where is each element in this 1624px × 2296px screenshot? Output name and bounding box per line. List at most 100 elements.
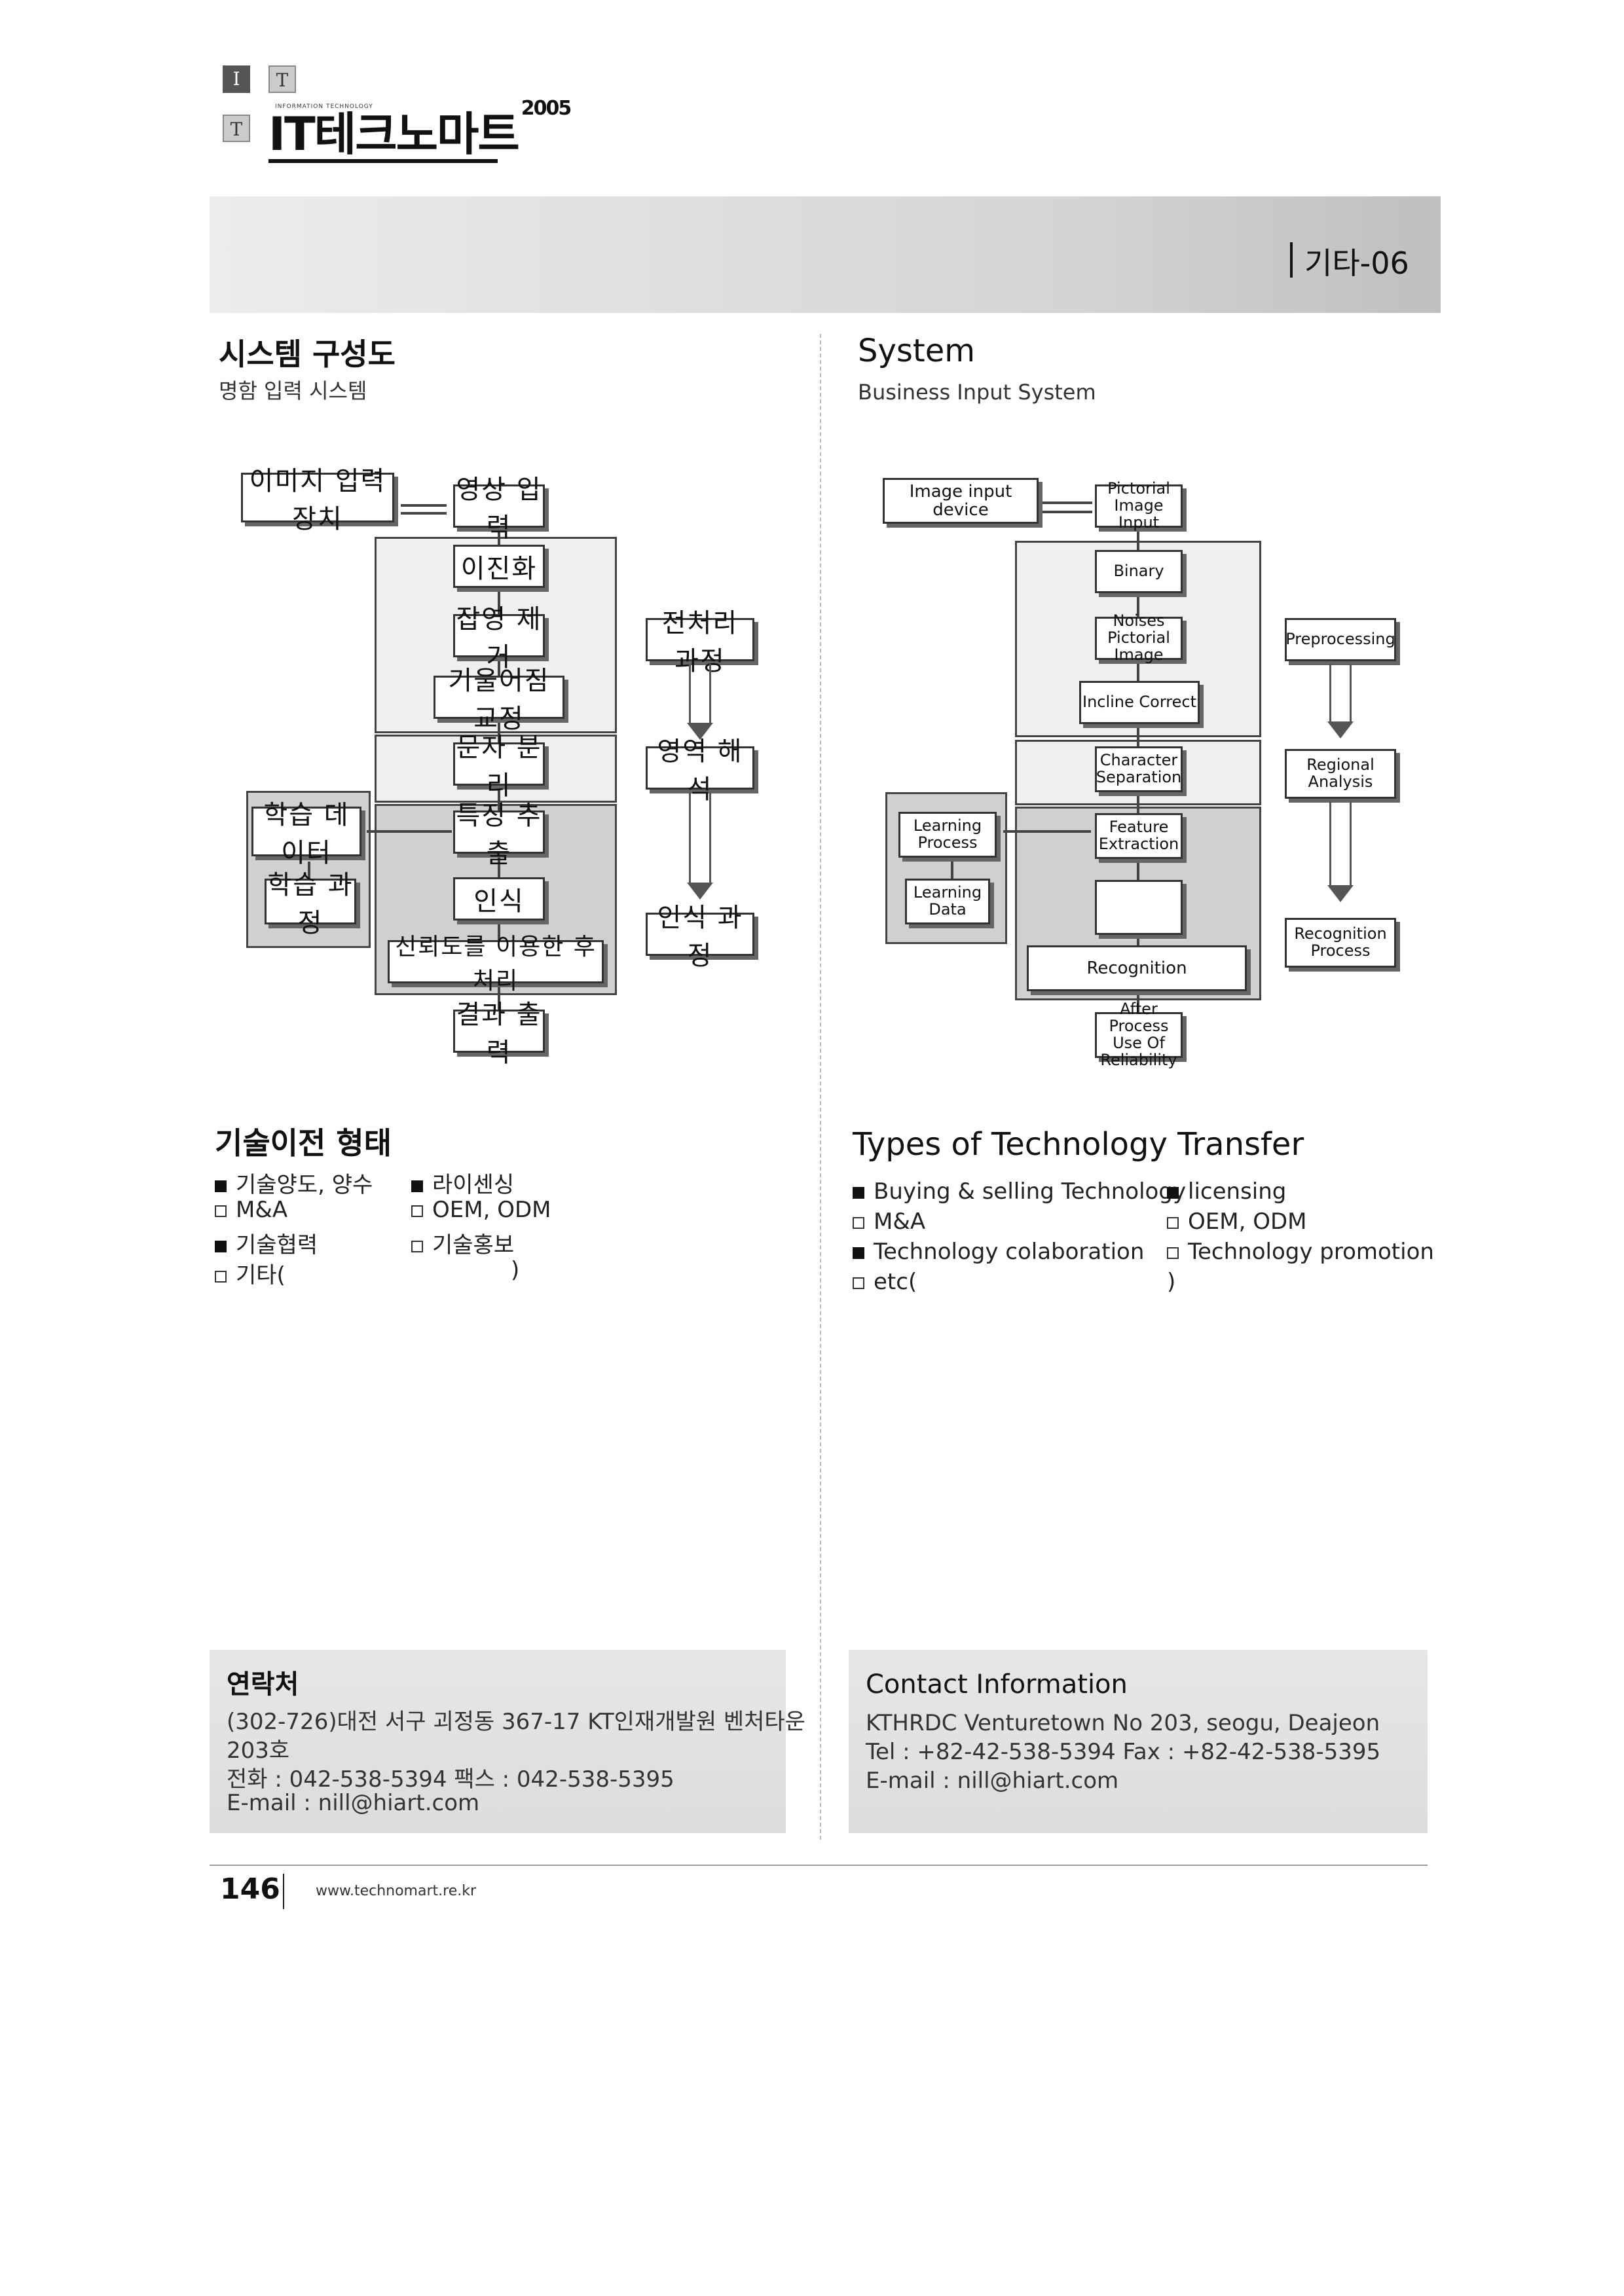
ko-input-arrow xyxy=(401,504,447,507)
en-stage-arrow-2 xyxy=(1329,801,1352,886)
en-contact-title: Contact Information xyxy=(866,1669,1128,1700)
en-option-oem-checkbox xyxy=(1167,1216,1179,1229)
column-divider xyxy=(820,334,821,1840)
en-image-input-box: Pictorial Image Input xyxy=(1095,480,1183,531)
ko-option-ma-checkbox xyxy=(215,1205,227,1217)
en-option-etc-close: ) xyxy=(1167,1269,1176,1295)
ko-option-licensing-checkbox xyxy=(411,1180,423,1192)
en-option-etc-checkbox xyxy=(853,1277,864,1289)
logo-letter-t2: T xyxy=(223,115,250,142)
en-stage-arrow-2-head xyxy=(1327,885,1354,902)
ko-stage-arrow-2 xyxy=(689,792,711,884)
ko-contact-panel: 연락처 (302-726)대전 서구 괴정동 367-17 KT인재개발원 벤처… xyxy=(210,1650,805,1833)
ko-noise-removal-box: 잡영 제거 xyxy=(453,604,545,672)
en-learning-link xyxy=(1003,830,1091,833)
ko-contact-title: 연락처 xyxy=(227,1669,299,1700)
logo-year: 2005 xyxy=(521,96,572,120)
ko-option-oem: OEM, ODM xyxy=(411,1197,551,1223)
ko-post-processing-box: 신뢰도를 이용한 후처리 xyxy=(388,934,604,994)
ko-contact-address: (302-726)대전 서구 괴정동 367-17 KT인재개발원 벤처타운 xyxy=(227,1709,805,1735)
ko-learning-data-box: 학습 데이터 xyxy=(251,800,361,868)
logo-letter-t: T xyxy=(268,65,296,93)
en-system-title: System xyxy=(858,333,975,369)
ko-input-arrow-2 xyxy=(401,512,447,515)
ko-option-cooperation-checkbox xyxy=(215,1240,227,1252)
en-option-ma: M&A xyxy=(853,1209,925,1235)
en-after-process-box: After Process Use Of Reliability xyxy=(1095,1000,1183,1068)
en-noises-box: Noises Pictorial Image xyxy=(1095,612,1183,663)
en-option-promotion-checkbox xyxy=(1167,1247,1179,1259)
ko-option-etc-checkbox xyxy=(215,1270,227,1283)
en-option-sale: Buying & selling Technology xyxy=(853,1178,1186,1205)
en-option-oem: OEM, ODM xyxy=(1167,1209,1306,1235)
ko-region-analysis-stage: 영역 해석 xyxy=(646,737,754,805)
en-feature-extraction-box: Feature Extraction xyxy=(1095,813,1183,859)
en-contact-phone-fax: Tel : +82-42-538-5394 Fax : +82-42-538-5… xyxy=(866,1739,1381,1765)
page-number: 146 xyxy=(220,1872,280,1906)
en-option-licensing-checkbox xyxy=(1167,1186,1179,1199)
en-input-arrow xyxy=(1039,501,1092,504)
en-transfer-title: Types of Technology Transfer xyxy=(853,1126,1304,1163)
ko-contact-address-2: 203호 xyxy=(227,1738,290,1764)
ko-recognition-box: 인식 xyxy=(453,877,545,920)
en-option-cooperation-checkbox xyxy=(853,1247,864,1259)
ko-binarize-box: 이진화 xyxy=(453,545,545,588)
en-incline-box: Incline Correct xyxy=(1079,681,1200,724)
en-learning-data-box: Learning Data xyxy=(905,879,990,924)
en-blank-box xyxy=(1095,880,1183,935)
en-option-ma-checkbox xyxy=(853,1216,864,1229)
ko-contact-email: E-mail : nill@hiart.com xyxy=(227,1790,480,1816)
ko-option-promotion: 기술홍보 xyxy=(411,1227,514,1259)
ko-transfer-title: 기술이전 형태 xyxy=(215,1125,392,1161)
ko-image-input-box: 영상 입력 xyxy=(453,475,545,543)
en-input-arrow-2 xyxy=(1039,511,1092,513)
ko-learning-flow-line xyxy=(308,862,310,879)
en-stage-arrow-1 xyxy=(1329,664,1352,723)
category-code: 기타-06 xyxy=(1304,246,1409,281)
ko-option-cooperation: 기술협력 xyxy=(215,1227,318,1259)
ko-system-subtitle: 명함 입력 시스템 xyxy=(219,378,367,403)
logo-underline xyxy=(268,159,498,163)
footer-url: www.technomart.re.kr xyxy=(316,1883,477,1899)
ko-option-sale: 기술양도, 양수 xyxy=(215,1167,373,1199)
ko-preprocessing-stage: 전처리 과정 xyxy=(646,608,754,676)
ko-recognition-stage: 인식 과정 xyxy=(646,903,754,971)
en-option-cooperation: Technology colaboration xyxy=(853,1239,1144,1265)
en-contact-panel: Contact Information KTHRDC Venturetown N… xyxy=(849,1650,1428,1833)
ko-learning-process-box: 학습 과정 xyxy=(265,870,356,938)
ko-option-oem-checkbox xyxy=(411,1205,423,1217)
en-learning-process-box: Learning Process xyxy=(898,812,997,858)
en-contact-address: KTHRDC Venturetown No 203, seogu, Deajeo… xyxy=(866,1710,1380,1736)
ko-option-sale-checkbox xyxy=(215,1180,227,1192)
ko-stage-arrow-1-head xyxy=(687,723,713,740)
en-option-promotion: Technology promotion xyxy=(1167,1239,1434,1265)
ko-char-separation-box: 문자 분리 xyxy=(453,733,545,801)
en-regional-stage: Regional Analysis xyxy=(1285,749,1396,799)
ko-learning-link xyxy=(367,830,452,833)
ko-system-title: 시스템 구성도 xyxy=(219,337,396,372)
en-input-device-box: Image input device xyxy=(883,478,1039,524)
en-system-subtitle: Business Input System xyxy=(858,380,1096,405)
footer-rule xyxy=(210,1865,1428,1866)
ko-stage-arrow-2-head xyxy=(687,883,713,900)
en-recognition-stage: Recognition Process xyxy=(1285,918,1396,968)
ko-skew-correction-box: 기울어짐 교정 xyxy=(434,666,564,734)
en-learning-flow-line xyxy=(951,852,953,879)
banner-divider xyxy=(1290,242,1293,278)
ko-option-etc: 기타( xyxy=(215,1257,286,1289)
en-option-licensing: licensing xyxy=(1167,1178,1286,1205)
ko-contact-phone-fax: 전화 : 042-538-5394 팩스 : 042-538-5395 xyxy=(227,1766,674,1793)
logo-letter-i: I xyxy=(223,65,250,93)
ko-result-output-box: 결과 출력 xyxy=(453,1000,545,1068)
en-option-sale-checkbox xyxy=(853,1186,864,1199)
ko-option-etc-close: ) xyxy=(511,1257,520,1283)
ko-option-promotion-checkbox xyxy=(411,1240,423,1252)
ko-option-ma: M&A xyxy=(215,1197,287,1223)
logo-tagline: INFORMATION TECHNOLOGY xyxy=(275,103,373,110)
footer-divider xyxy=(283,1874,284,1909)
en-binary-box: Binary xyxy=(1095,550,1183,593)
en-preprocessing-stage: Preprocessing xyxy=(1285,618,1396,661)
en-stage-arrow-1-head xyxy=(1327,721,1354,738)
header-banner xyxy=(210,196,1441,313)
en-contact-email: E-mail : nill@hiart.com xyxy=(866,1768,1119,1794)
